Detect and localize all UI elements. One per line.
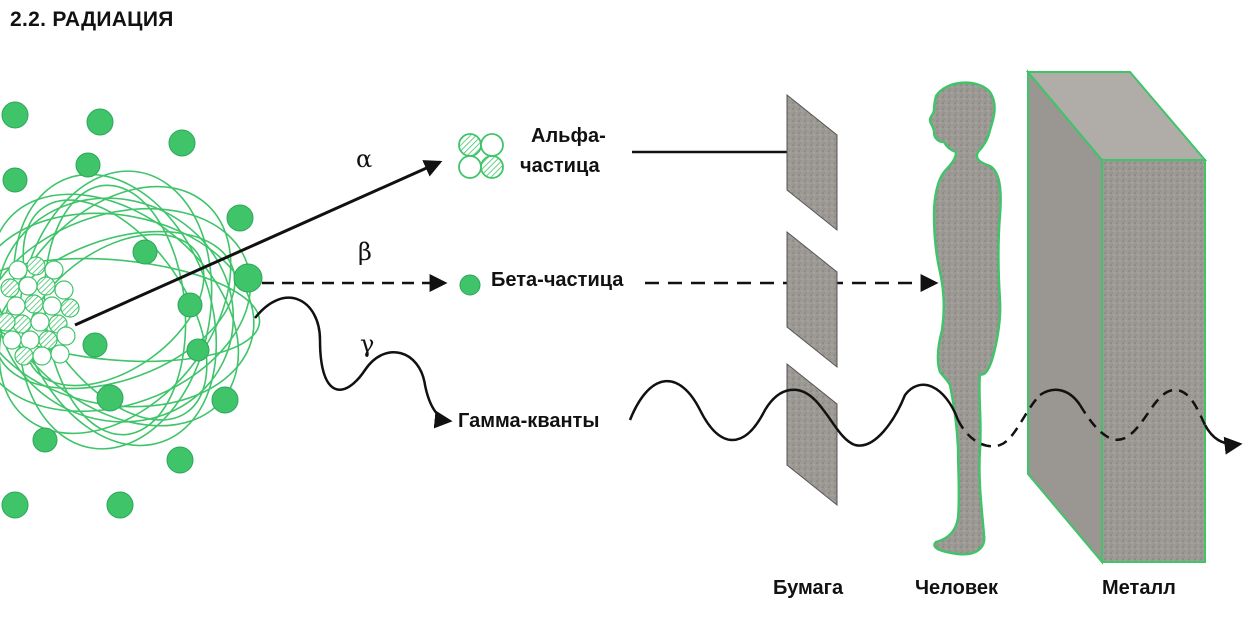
page-title: 2.2. РАДИАЦИЯ [10, 8, 174, 31]
gamma-wave-segment-2 [814, 383, 960, 447]
alpha-ray [74, 133, 813, 327]
beta-symbol: β [358, 238, 372, 266]
metal-front-face [1101, 159, 1206, 563]
alpha-particle-icon [458, 133, 504, 179]
metal-block [1025, 69, 1208, 565]
paper-sheet-beta [786, 230, 838, 369]
gamma-wave [628, 380, 1243, 455]
gamma-wave-segment-3 [1039, 388, 1082, 406]
beta-particle-icon [459, 274, 481, 296]
gamma-ray-arrow [254, 296, 453, 429]
atom [0, 101, 263, 519]
gamma-wave-exit-arrow [1203, 424, 1243, 455]
beta-particle-label: Бета-частица [491, 269, 624, 291]
paper-barriers [786, 93, 838, 507]
alpha-particle-label-line2: частица [520, 155, 600, 177]
gamma-wave-through-human [956, 394, 1041, 448]
alpha-ray-arrow [74, 160, 443, 327]
metal-label: Металл [1102, 577, 1176, 599]
human-silhouette [928, 81, 1002, 556]
gamma-wave-segment-1 [628, 380, 816, 442]
paper-sheet-alpha [786, 93, 838, 232]
human-label: Человек [915, 577, 998, 599]
nucleus [0, 256, 80, 366]
alpha-symbol: α [356, 145, 373, 173]
gamma-wave-through-metal [1078, 388, 1207, 441]
electrons [1, 101, 263, 519]
gamma-quanta-label: Гамма-кванты [458, 410, 600, 432]
paper-sheet-gamma [786, 362, 838, 507]
alpha-particle-label-line1: Альфа- [531, 125, 606, 147]
paper-label: Бумага [773, 577, 844, 599]
gamma-symbol: γ [360, 330, 375, 358]
